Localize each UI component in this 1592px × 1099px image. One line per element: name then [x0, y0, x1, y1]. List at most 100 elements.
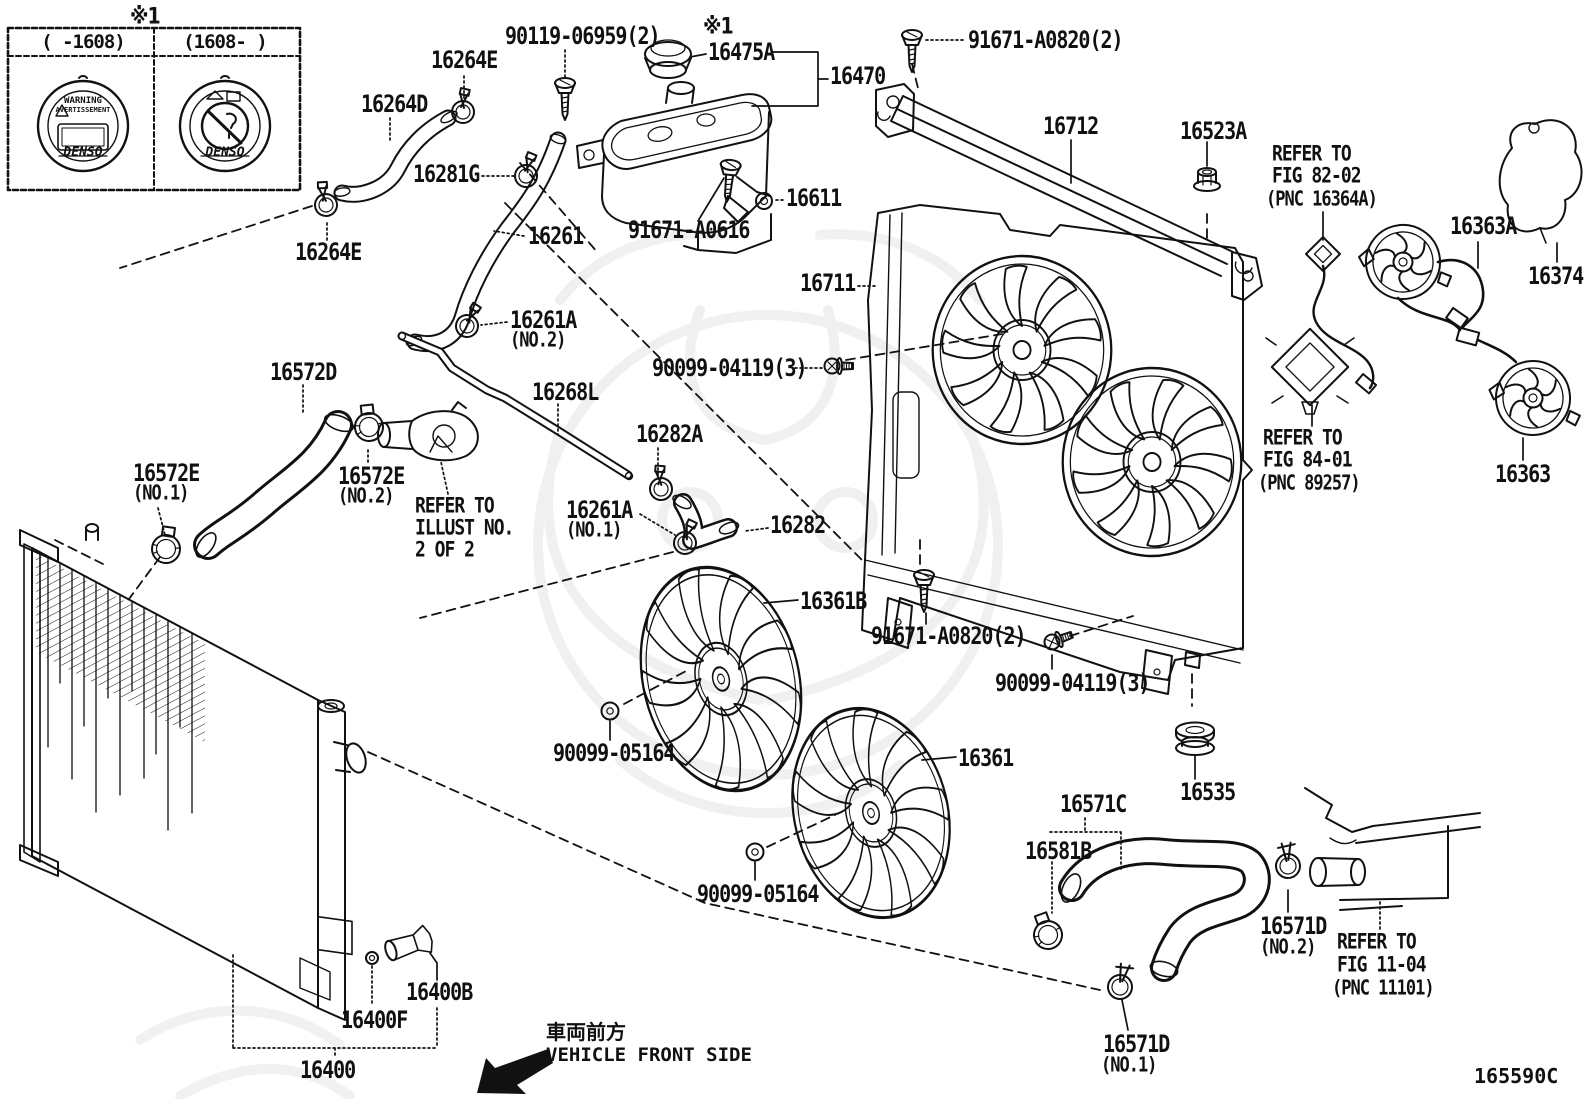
part-label-16268L: 16268L — [532, 377, 599, 406]
part-label-16572E-1: 16572E — [133, 458, 200, 487]
part-label-16282A: 16282A — [636, 419, 703, 448]
part-label-16712: 16712 — [1043, 111, 1099, 140]
refer-illust-line1: REFER TO — [415, 493, 495, 519]
part-label-16572E-2: 16572E — [338, 461, 405, 490]
nut-90099-05164-2-drawing — [745, 842, 765, 862]
refer-fig82-line1: REFER TO — [1272, 141, 1352, 167]
refer-illust-line2: ILLUST NO. — [415, 515, 514, 541]
radiator-cap-post-1608-drawing — [178, 75, 272, 173]
part-label-16264D: 16264D — [361, 89, 428, 118]
radiator-support-16712-drawing — [875, 83, 1263, 301]
part-label-16571C: 16571C — [1060, 789, 1127, 818]
part-label-16400F: 16400F — [341, 1005, 408, 1034]
cap-range-left: ( -1608) — [41, 31, 126, 53]
part-label-16361: 16361 — [958, 743, 1014, 772]
engine-stub-drawing — [1304, 787, 1481, 911]
part-label-91671-A0616: 91671-A0616 — [628, 215, 750, 244]
part-sublabel-16571D-2: (NO.2) — [1260, 935, 1316, 960]
reserve-tank-drawing — [576, 39, 773, 254]
part-label-90119-06959: 90119-06959(2) — [505, 21, 661, 50]
refer-fig11-line3: (PNC 11101) — [1332, 976, 1435, 1001]
motor-gasket-16374-drawing — [1498, 119, 1583, 244]
clamp-16572E-2-drawing — [351, 402, 386, 444]
grommet-16535-drawing — [1175, 721, 1215, 756]
part-label-16400B: 16400B — [406, 977, 473, 1006]
part-label-16363: 16363 — [1495, 459, 1551, 488]
clamp-16572E-1-drawing — [149, 524, 184, 566]
cap-range-right: (1608- ) — [183, 31, 268, 53]
vehicle-front-arrow — [477, 1049, 553, 1094]
clamp-16571D-1-drawing — [1104, 961, 1138, 1003]
bolt-90119-drawing — [554, 77, 576, 121]
leader-lines-dotted — [157, 39, 1381, 1058]
diagram-code: 165590C — [1474, 1064, 1559, 1088]
vehicle-front-label-jp: 車両前方 — [546, 1020, 626, 1044]
fan-shroud-16711-drawing — [861, 204, 1253, 695]
hose-16571C-drawing — [1058, 837, 1271, 982]
part-label-16261A-1: 16261A — [566, 495, 633, 524]
vehicle-front-label-en: VEHICLE FRONT SIDE — [546, 1044, 752, 1066]
bolt-90099-04119-2-drawing — [1041, 626, 1076, 654]
part-label-16571D-2: 16571D — [1260, 911, 1327, 940]
part-label-16611: 16611 — [786, 183, 842, 212]
hose-16282-drawing — [672, 493, 740, 550]
part-label-16581B: 16581B — [1025, 836, 1092, 865]
refer-fig11-line1: REFER TO — [1337, 929, 1417, 955]
nut-16523A-drawing — [1193, 167, 1221, 192]
part-label-16571D-1: 16571D — [1103, 1029, 1170, 1058]
water-inlet-drawing — [377, 401, 479, 462]
clamp-16282A-drawing — [645, 462, 675, 503]
radiator-cap-pre-1608-drawing — [36, 75, 130, 173]
part-label-16711: 16711 — [800, 268, 856, 297]
part-label-91671-A0820-1: 91671-A0820(2) — [968, 25, 1124, 54]
part-sublabel-16571D-1: (NO.1) — [1101, 1053, 1157, 1078]
fan-motor-16363-drawing — [1486, 355, 1581, 440]
part-sublabel-16572E-1: (NO.1) — [133, 481, 189, 506]
clamp-16581B-drawing — [1026, 908, 1067, 954]
hose-16572D-drawing — [193, 410, 355, 560]
part-label-90099-04119-1: 90099-04119(3) — [652, 353, 808, 382]
cap-warning-text: WARNING — [64, 96, 102, 106]
part-label-16523A: 16523A — [1180, 116, 1247, 145]
part-label-16400: 16400 — [300, 1055, 356, 1084]
assembly-dashed-lines — [54, 63, 1208, 991]
refer-fig84-line2: FIG 84-01 — [1263, 447, 1353, 473]
bracket-16611-drawing — [723, 176, 773, 223]
part-label-16261A-2: 16261A — [510, 305, 577, 334]
part-label-16363A: 16363A — [1450, 211, 1517, 240]
part-label-91671-A0820-2: 91671-A0820(2) — [871, 621, 1027, 650]
refer-fig11-line2: FIG 11-04 — [1337, 952, 1427, 978]
part-label-16475A: 16475A — [708, 37, 775, 66]
radiator-drawing — [19, 523, 367, 1021]
resistor-pnc89257-drawing — [1265, 327, 1355, 415]
part-label-16572D: 16572D — [270, 357, 337, 386]
refer-illust-line3: 2 OF 2 — [415, 537, 475, 563]
part-label-16261: 16261 — [528, 221, 584, 250]
refer-fig84-line3: (PNC 89257) — [1258, 471, 1361, 496]
harness-16363A-wire-drawing — [1396, 258, 1518, 364]
part-sublabel-16572E-2: (NO.2) — [338, 484, 394, 509]
part-label-16282: 16282 — [770, 510, 826, 539]
part-label-16281G: 16281G — [413, 159, 480, 188]
pipe-16268L-drawing — [397, 331, 634, 481]
part-label-16470: 16470 — [830, 61, 886, 90]
part-label-90099-05164-2: 90099-05164 — [697, 879, 819, 908]
part-label-16264E-2: 16264E — [295, 237, 362, 266]
part-sublabel-16261A-2: (NO.2) — [510, 328, 566, 353]
clamp-16571D-2-drawing — [1272, 840, 1303, 881]
part-sublabel-16261A-1: (NO.1) — [566, 518, 622, 543]
washer-16400F-drawing — [365, 951, 379, 965]
part-label-16264E-1: 16264E — [431, 45, 498, 74]
part-label-16374: 16374 — [1528, 261, 1584, 290]
leader-lines-solid — [429, 51, 1558, 1031]
cap-warning-text2: AVERTISSEMENT — [55, 106, 111, 114]
cap-table-remark: ※1 — [130, 3, 161, 30]
watermark — [135, 229, 1003, 1099]
part-label-16535: 16535 — [1180, 777, 1236, 806]
part-remark-16475A: ※1 — [703, 13, 734, 40]
hose-16264D-drawing — [333, 109, 458, 203]
fan-16361B-drawing — [639, 565, 805, 795]
drain-cock-16400B-drawing — [384, 924, 433, 962]
